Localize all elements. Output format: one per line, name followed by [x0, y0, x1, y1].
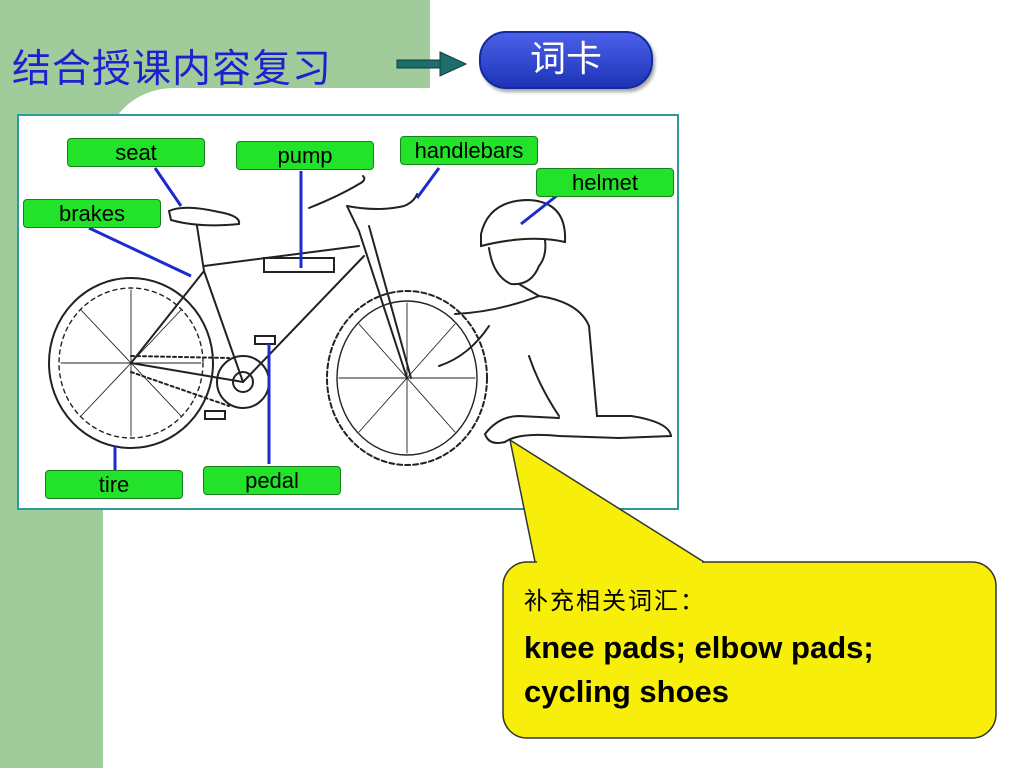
- arrow-right-icon: [396, 51, 468, 77]
- slide-title: 结合授课内容复习: [12, 47, 333, 92]
- label-handlebars: handlebars: [400, 136, 538, 165]
- bicycle-illustration: [48, 167, 673, 472]
- label-brakes: brakes: [23, 199, 161, 228]
- label-seat: seat: [67, 138, 205, 167]
- callout-line-2: cycling shoes: [524, 674, 730, 709]
- callout-line-1: knee pads; elbow pads;: [524, 630, 874, 665]
- label-tire: tire: [45, 470, 183, 499]
- label-pedal: pedal: [203, 466, 341, 495]
- label-pump: pump: [236, 141, 374, 170]
- label-helmet: helmet: [536, 168, 674, 197]
- callout-text: 补充相关词汇： knee pads; elbow pads; cycling s…: [524, 584, 984, 714]
- bicycle-diagram: seat pump handlebars helmet brakes tire …: [17, 114, 679, 510]
- callout-heading: 补充相关词汇：: [524, 587, 706, 615]
- vocab-card-button[interactable]: 词卡: [479, 31, 653, 89]
